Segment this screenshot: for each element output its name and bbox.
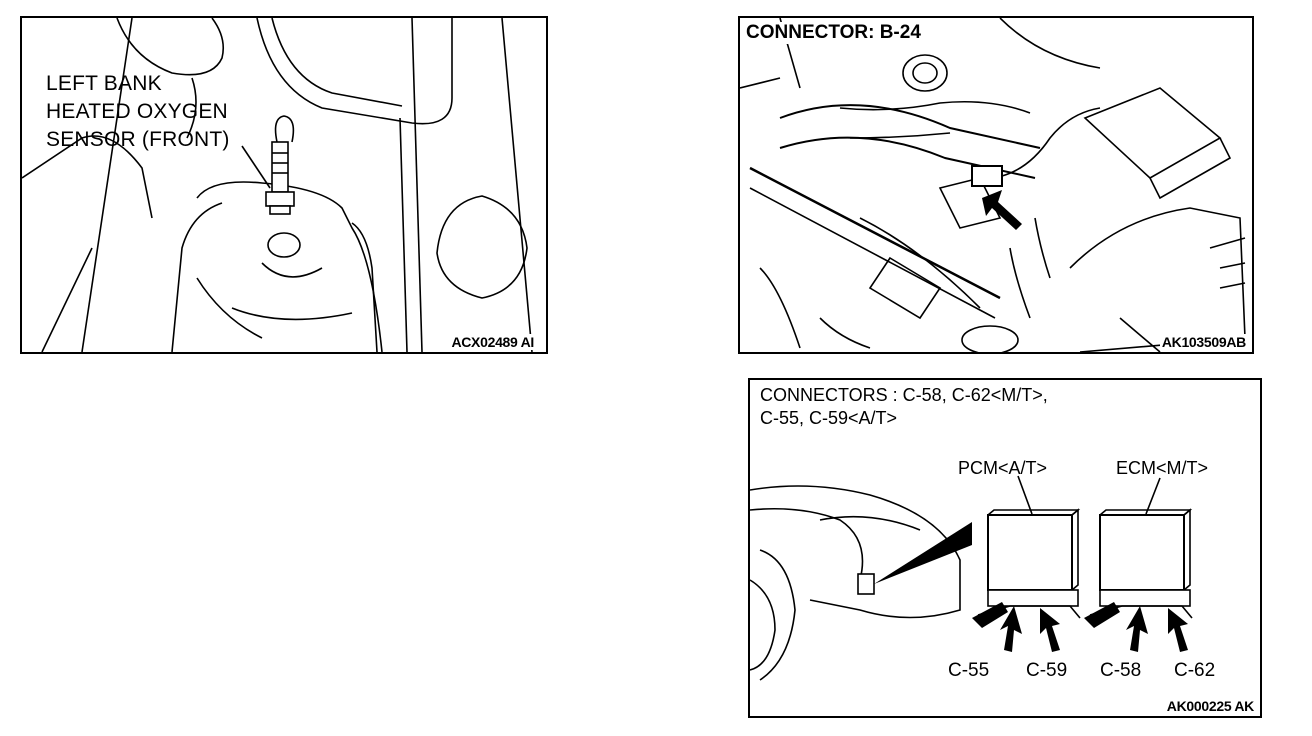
left-bank-label-line-1: LEFT BANK	[46, 72, 162, 95]
connector-b24-figure-code: AK103509AB	[1159, 334, 1248, 350]
connector-b24-panel: CONNECTOR: B-24 AK103509AB	[738, 16, 1254, 354]
left-bank-sensor-drawing	[22, 18, 533, 352]
connectors-c-title-line-2: C-55, C-59<A/T>	[760, 408, 898, 428]
pin-label-c62: C-62	[1174, 660, 1216, 681]
connectors-c-panel: CONNECTORS : C-58, C-62<M/T>, C-55, C-59…	[748, 378, 1262, 718]
connector-b24-title: CONNECTOR: B-24	[746, 22, 925, 44]
connectors-c-figure-code: AK000225 AK	[1164, 698, 1256, 714]
connector-b24-drawing	[740, 18, 1246, 352]
connectors-c-drawing	[750, 475, 1193, 681]
left-bank-sensor-panel: LEFT BANK HEATED OXYGEN SENSOR (FRONT) A…	[20, 16, 548, 354]
pin-label-c55: C-55	[948, 660, 990, 681]
pin-label-c59: C-59	[1026, 660, 1068, 681]
left-bank-label-line-2: HEATED OXYGEN	[46, 100, 228, 123]
pin-label-c58: C-58	[1100, 660, 1142, 681]
left-bank-figure-code: ACX02489 AI	[449, 334, 536, 350]
pcm-label: PCM<A/T>	[958, 458, 1048, 478]
left-bank-label-line-3: SENSOR (FRONT)	[46, 128, 230, 151]
ecm-label: ECM<M/T>	[1116, 458, 1209, 478]
connectors-c-title-line-1: CONNECTORS : C-58, C-62<M/T>,	[760, 385, 1048, 405]
